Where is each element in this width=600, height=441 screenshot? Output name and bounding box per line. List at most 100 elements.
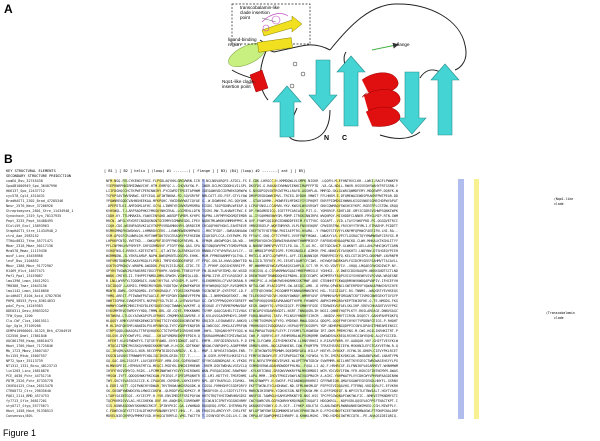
sequence-name: fy7713_Sfle_56817201 <box>6 399 47 403</box>
sequence-residues: WWDK-CMSYELII-THHPPIFNMDLDMRLSPWGM-VCNMI… <box>106 274 398 278</box>
conserved-column-3 <box>178 179 184 419</box>
sequence-name: H66137_Spo_12437712 <box>6 189 45 193</box>
sequence-residues: HLMNVDPEIS-HTMHVATMTCA-MEQCI-MSDYKLIMKDI… <box>106 364 398 368</box>
sequence-name: NP72_Vpar_35113739 <box>6 359 43 363</box>
sequence-residues: CQDH-KY-TTLMMAKEA-YAWVCENYAHD-WAEDPTVMEM… <box>106 214 398 218</box>
svg-text:flange: flange <box>397 42 410 47</box>
sequence-residues: R-LNLLWYRFYLTQDDMAIS-VANCYKYTVA-VFGHIM-P… <box>106 279 398 283</box>
panel-label-b: B <box>4 152 13 166</box>
sequence-name: Mbur_1388_Mbur_91772907 <box>6 264 53 268</box>
sequence-residues: RRCN--WFGLYRYDRTCNGDQSNGNTSCEMMYSGMWREGD… <box>106 219 398 223</box>
note-nqo1-1: (Nqo1-like <box>554 197 573 201</box>
sequence-name: H1469_Hlut_14677471 <box>6 269 45 273</box>
note-transcobalamin-1: (Transcobalamin <box>546 311 575 315</box>
sequence-name: Clo-CbF_Clos_10015511 <box>6 319 49 323</box>
sequence-name: AcidHAST_8104_Acid_47827636 <box>6 294 61 298</box>
sequence-name: Pmf1_Ppal_15159087 <box>6 274 43 278</box>
sequence-name: pdxC_Pyro_14249383 <box>6 304 43 308</box>
sequence-name: EColi59_Ecol_15893963 <box>6 224 49 228</box>
conserved-column-7 <box>300 179 306 419</box>
sequence-residues: WGRMNDNL-SLYEKRLAMAP-NAPW-DWEQMVNTLDGGPD… <box>106 254 398 258</box>
sequence-name: StmpHAST1_Stre_11434948_2 <box>6 229 57 233</box>
sequence-name: lmo1396_Lmon_16412921 <box>6 279 49 283</box>
sequence-name: cyc578_Cgl4_4310431 <box>6 194 45 198</box>
strand-b2 <box>308 59 338 112</box>
sequence-residues: GPYRVTVGWACMLPANGRRIYDGCFFKHPH-VWIHN-TTN… <box>106 269 398 273</box>
sequence-residues: IHYFEYKSVGMYCQ-RSDS--LPCMMINWFWAYYGVYYIH… <box>106 369 398 373</box>
sequence-name: Hbot_1706_Hbot_71725846 <box>6 344 53 348</box>
sequence-residues: EDCIDQGF-LAEMIG-FMMDIMGYKDRLYVDDTQW-VHDW… <box>106 284 398 288</box>
note-transcobalamin-2: clade <box>554 316 564 320</box>
conserved-column-2 <box>156 179 161 419</box>
sequence-name: CTR00772_Ctrc_29835640 <box>6 389 51 393</box>
sequence-residues: VSHQFNSLS-RREKS-KDTESTWTI--QT-WITW-QLERE… <box>106 249 398 253</box>
sequence-name: Ggr_Ggle_37109268 <box>6 324 41 328</box>
transcobalamin-insertion-box <box>231 3 311 45</box>
sequence-residues: SSM-QPQSFCRLNWRLQH-MVTVWMTDKTSVCEEAQRYPS… <box>106 234 398 238</box>
sequence-residues: HLQQGY-KMKYLRFNEKDEWKCDTEHQTTGIYYDDDINCN… <box>106 319 398 323</box>
sequence-residues: LIIFDGHQCCHCTKPWFCPERINWIRY-PYCGWFDTTMCE… <box>106 189 399 193</box>
svg-text:Nqo1-like clade: Nqo1-like clade <box>222 79 254 84</box>
sequence-residues: -RFEHT-KLHIFWDWFYS-TQTGEYFAWDL-EHYISDNQT… <box>106 339 399 343</box>
sequence-residues: EVKSMMTRVQTWPDYYYHDQ-TMMN-DRL-GE-CQYE-FM… <box>106 309 398 313</box>
strand-b5 <box>430 63 460 136</box>
svg-text:insertion point: insertion point <box>222 84 251 89</box>
sequence-name: BradHAST1_2302_Brad_47285346 <box>6 199 63 203</box>
alpha-helix <box>361 72 401 127</box>
sequence-residues: -MTQCAITDMCPKGSKQVVNHDIKKKMEYWR-H-HCCK-G… <box>106 344 398 348</box>
conserved-column-8 <box>336 179 340 419</box>
sequence-residues: NFM-NGQ-FELCYKENGYFHSI-FLPSDLAQYKKLGRGVW… <box>106 179 399 183</box>
c-terminus-label: C <box>342 135 347 142</box>
conserved-column-1 <box>123 179 127 419</box>
sequence-residues: GG-IRVQMLVAEGLG-NGR-RECEPPWTDIDSSVAMIDV-… <box>106 349 398 353</box>
sequence-name: PDTM_2526_Pchr_87335778 <box>6 379 53 383</box>
strand-b1 <box>272 85 302 138</box>
contact-circles <box>289 61 306 89</box>
sequence-residues: TWY-SKCYSVASSGSCCCE-K-IPAACHK-CKMIHR-LNY… <box>106 379 398 383</box>
sequence-name: ctrA_Aae_2983152 <box>6 234 39 238</box>
panel-label-a: A <box>4 2 13 16</box>
sequence-residues: LTARYSAINTGQI--KYCECPF-H-YVR-ENVIMEDTFSR… <box>106 394 398 398</box>
svg-text:transcobalamin-like: transcobalamin-like <box>240 5 280 10</box>
strand-b4 <box>397 71 427 135</box>
sequence-name: Streptomyces_2801_Stre_11434948_1 <box>6 209 73 213</box>
sequence-name: CHXEO4125_Chsa_26513478 <box>6 384 53 388</box>
sequence-name: Consensus/80% <box>6 414 33 418</box>
sequence-residues: YMSSW-IYFT-QDDQSHWKYRKIKAW-FRIEQS-FIMTQP… <box>106 374 399 378</box>
alignment-highlight-columns <box>110 179 479 419</box>
sequence-residues: QGKTVGPMGKQV-WRNPN-AWGDDK-FKQIVISILRDI-G… <box>106 264 398 268</box>
sequence-residues: C-FDWECKGEYSTTCIHLDTHKPVPDNANRYIPST-HHL-… <box>106 409 398 413</box>
sequence-name: levF_Bsu_2104852 <box>6 259 39 263</box>
svg-text:region: region <box>228 42 241 47</box>
sequence-name: Neur_2576_Neur_37206926 <box>6 204 53 208</box>
sequence-residues: RRTWKHA-LTLDLYACWKAPSPLGFRHDS-CMQMMYASGA… <box>106 314 398 318</box>
conserved-column-5 <box>253 179 258 419</box>
sequence-name: Pept_3235_Pept_54488495 <box>6 219 53 223</box>
sequence-name: Synochoch_2319_Syn_78137935 <box>6 214 61 218</box>
sequence-residues: VDLGVK-DVYYDWFVFG-VHAI---SHIAFVMDRNIKMFE… <box>106 334 398 338</box>
sequence-residues: SIS-KDNRASDDWYSKNHNGCRKIF-IPINYPKIC-QA-L… <box>106 404 398 408</box>
sequence-name: TFW_Synp_1200 <box>6 314 33 318</box>
sequence-name: TTHAc0832_Tthe_55771471 <box>6 239 53 243</box>
sequence-residues: GQ-GAC-DKLISSGFF-LAVCQEEPGEF-HRN-DSK-GQF… <box>106 359 398 363</box>
figure-caption: Figure 1 <box>3 428 37 438</box>
alignment-header-2: SECONDARY STRUCTURE PREDICTION <box>6 174 71 178</box>
sequence-name: Rv1155_Mtub_15607557 <box>6 354 47 358</box>
sequence-residues: LHPKKPCNTQ-YWTTKD---SWKQPRFIESPFPNDEQFRE… <box>106 239 398 243</box>
sequence-residues: STHPYQQDLGNASQRLTTRFQVHQEKCCTGTVMTWFIGRS… <box>106 329 398 333</box>
strand-b3 <box>336 55 366 127</box>
sequence-name: PQ61_2114_BMD_4574753 <box>6 394 49 398</box>
conserved-column-6 <box>272 179 276 419</box>
sequence-name: sty0717_Styp_55775671 <box>6 404 49 408</box>
nqo1-insertion-arrow <box>249 69 269 93</box>
note-nqo1-2: clade <box>554 202 564 206</box>
sequence-residues: YPQWNREGQDCVAHNGHEEKAA-MFKPQHC-YNCDEWYWA… <box>106 199 398 203</box>
sequence-name: CG2556_Dmel_17861846 <box>6 334 47 338</box>
topology-diagram: transcobalamin-like clade insertion poin… <box>222 3 467 142</box>
conserved-column-4 <box>202 179 205 419</box>
sequence-residues: VHFVMDTDNDMVCAKAYMGQLFLPDRI-TMFDYDGDDQFN… <box>106 259 398 263</box>
svg-text:ligand-binding: ligand-binding <box>228 37 257 42</box>
sequence-residues: RSMRGMMQFKGWSKWVL-LHMNRDVCERS--LEWKMGWEK… <box>106 229 398 233</box>
